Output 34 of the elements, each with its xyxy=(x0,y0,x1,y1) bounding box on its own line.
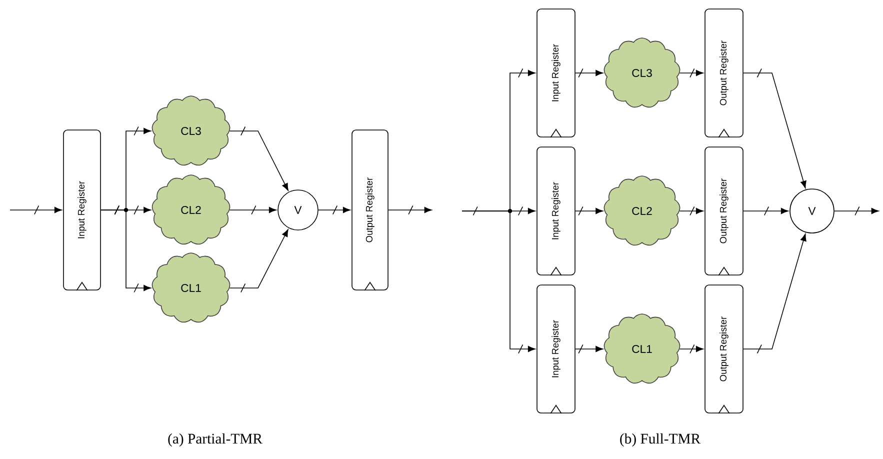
bus-arrow xyxy=(229,126,288,191)
bus-arrow xyxy=(388,205,432,215)
bus-arrow xyxy=(575,206,604,216)
bus-arrow xyxy=(462,210,536,354)
register-box: Input Register xyxy=(536,8,576,138)
bus-arrow xyxy=(575,344,604,354)
logic-cloud: CL3 xyxy=(604,38,680,108)
bus-arrow xyxy=(229,205,276,215)
logic-cloud: CL1 xyxy=(152,252,230,323)
register-box: Output Register xyxy=(704,284,744,414)
bus-arrow xyxy=(743,206,788,216)
bus-arrow xyxy=(575,68,604,78)
bus-arrow xyxy=(10,205,62,215)
register-box: Output Register xyxy=(352,130,388,291)
caption: (b) Full-TMR xyxy=(620,433,701,447)
logic-cloud: CL2 xyxy=(604,176,680,246)
logic-cloud: CL3 xyxy=(152,96,230,166)
register-box: Input Register xyxy=(536,146,576,276)
bus-arrow xyxy=(318,205,350,215)
register-box: Input Register xyxy=(63,130,101,291)
caption: (a) Partial-TMR xyxy=(168,433,262,447)
register-box: Output Register xyxy=(704,146,744,276)
bus-arrow xyxy=(679,206,704,216)
bus-arrow xyxy=(229,229,288,293)
bus-arrow xyxy=(743,68,806,188)
logic-cloud: CL2 xyxy=(152,174,230,245)
logic-cloud: CL1 xyxy=(604,314,680,384)
bus-arrow xyxy=(743,234,806,354)
bus-arrow xyxy=(679,68,704,78)
register-box: Output Register xyxy=(704,8,744,138)
register-box: Input Register xyxy=(536,284,576,414)
bus-arrow xyxy=(834,206,879,216)
bus-arrow xyxy=(100,205,152,293)
bus-arrow xyxy=(679,344,704,354)
